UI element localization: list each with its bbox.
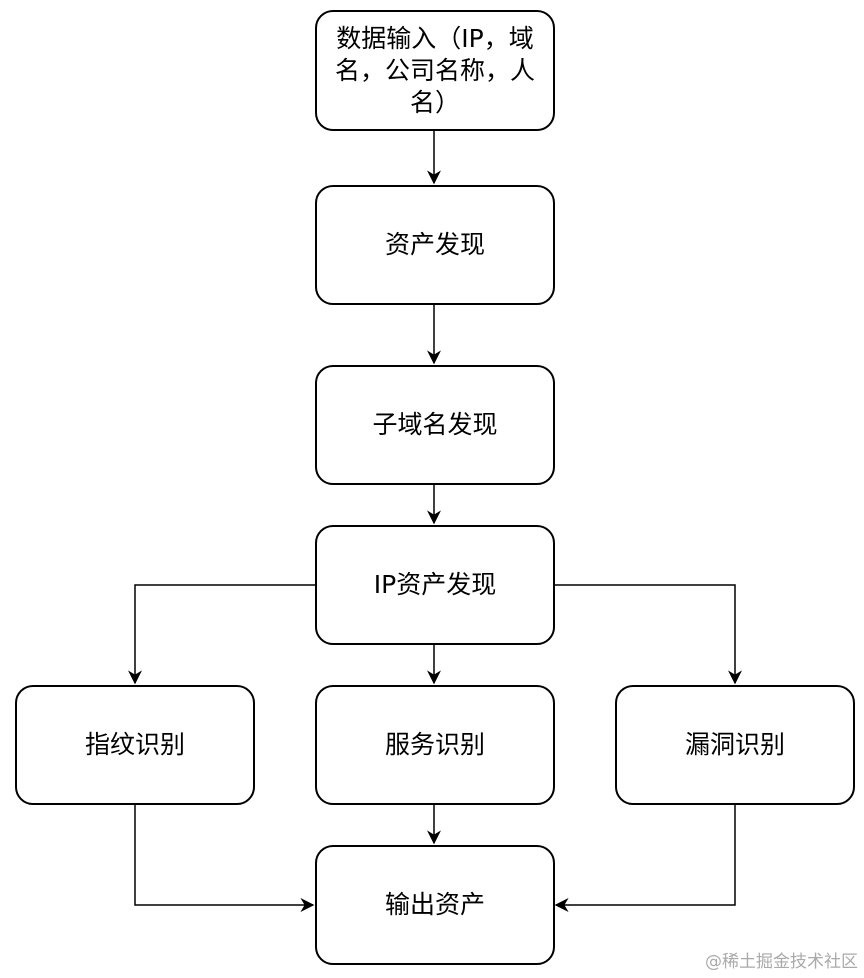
node-service-identification: 服务识别 bbox=[315, 685, 555, 805]
node-ip-asset-discovery-label: IP资产发现 bbox=[373, 570, 497, 599]
node-fingerprint-identification-label: 指纹识别 bbox=[84, 730, 185, 759]
node-service-identification-label: 服务识别 bbox=[384, 730, 485, 759]
node-output-assets: 输出资产 bbox=[315, 845, 555, 965]
node-output-assets-label: 输出资产 bbox=[384, 890, 485, 919]
node-vulnerability-identification: 漏洞识别 bbox=[615, 685, 855, 805]
edge-vulnerability-to-output bbox=[554, 805, 736, 912]
edge-fingerprint-to-output bbox=[134, 805, 315, 912]
edge-ip-asset-discovery-to-fingerprint bbox=[128, 584, 315, 685]
node-asset-discovery: 资产发现 bbox=[315, 185, 555, 305]
node-data-input-label: 数据输入（IP，域名，公司名称，人名） bbox=[334, 23, 535, 117]
node-ip-asset-discovery: IP资产发现 bbox=[315, 525, 555, 645]
node-fingerprint-identification: 指纹识别 bbox=[15, 685, 255, 805]
node-subdomain-discovery-label: 子域名发现 bbox=[372, 410, 498, 439]
node-vulnerability-identification-label: 漏洞识别 bbox=[684, 730, 785, 759]
node-data-input: 数据输入（IP，域名，公司名称，人名） bbox=[315, 10, 555, 131]
watermark: @稀土掘金技术社区 bbox=[705, 952, 858, 972]
edge-ip-asset-discovery-to-vulnerability bbox=[554, 584, 742, 685]
node-subdomain-discovery: 子域名发现 bbox=[315, 365, 555, 485]
node-asset-discovery-label: 资产发现 bbox=[384, 230, 485, 259]
